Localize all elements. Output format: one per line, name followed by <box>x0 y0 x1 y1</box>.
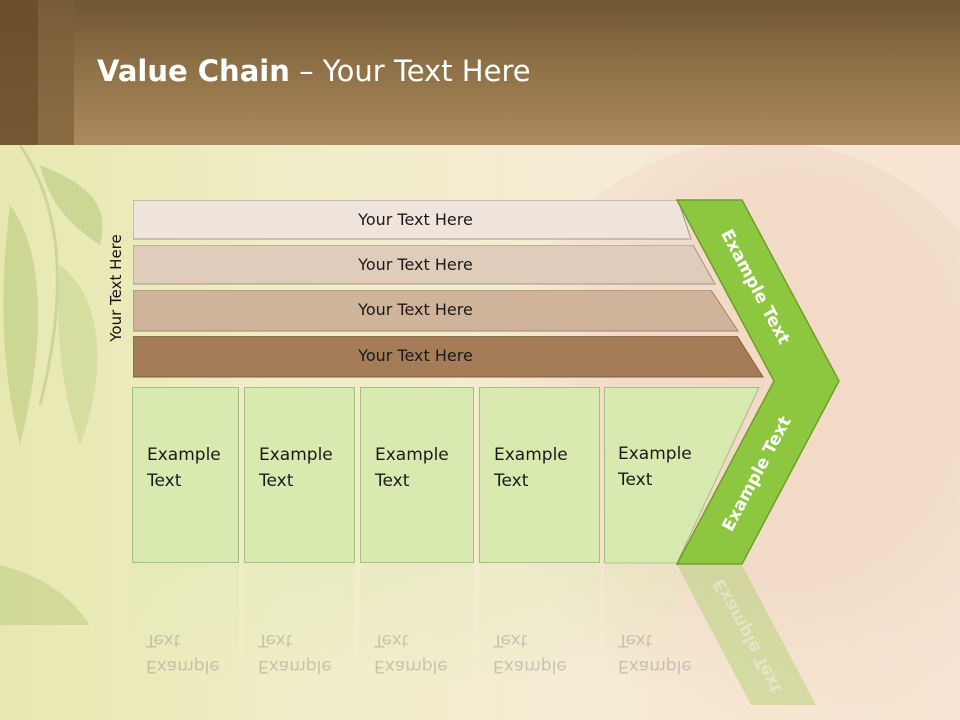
box-2-line1: Example <box>259 445 333 465</box>
box-4-reflection-text: Example Text <box>493 627 567 679</box>
slide-title: Value Chain – Your Text Here <box>97 54 531 88</box>
box-1-line1: Example <box>147 445 221 465</box>
support-bar-2-shape <box>133 245 716 285</box>
support-bar-3-shape <box>133 290 739 332</box>
title-bar-accent-light <box>38 0 74 145</box>
box-3-line2: Text <box>375 471 410 491</box>
box-1-reflection: Example Text <box>132 563 239 713</box>
title-bold: Value Chain <box>97 54 290 88</box>
box-1-line2: Text <box>147 471 182 491</box>
box-4-line2: Text <box>494 471 529 491</box>
support-bar-3-label: Your Text Here <box>358 300 473 319</box>
box-2-reflection-line1: Example <box>258 656 332 676</box>
support-bar-1-shape <box>133 200 692 240</box>
box-4-line1: Example <box>494 445 568 465</box>
title-rest: – Your Text Here <box>289 54 531 88</box>
box-2-reflection: Example Text <box>244 563 355 713</box>
box-3-reflection: Example Text <box>360 563 474 713</box>
box-3-reflection-line2: Text <box>374 630 409 650</box>
box-1-reflection-line1: Example <box>146 656 220 676</box>
vertical-label: Your Text Here <box>107 234 125 342</box>
box-1-reflection-line2: Text <box>146 630 181 650</box>
box-2-reflection-text: Example Text <box>258 627 332 679</box>
box-3-line1: Example <box>375 445 449 465</box>
leaves-decoration <box>0 145 103 625</box>
box-3-reflection-text: Example Text <box>374 627 448 679</box>
box-5-line2: Text <box>618 470 653 490</box>
box-4-reflection-line2: Text <box>493 630 528 650</box>
support-bar-2-label: Your Text Here <box>358 255 473 274</box>
margin-chevron-reflection <box>677 565 816 705</box>
margin-chevron <box>676 199 840 565</box>
box-3-reflection-line1: Example <box>374 656 448 676</box>
support-bar-4-shape <box>133 336 764 378</box>
support-bar-4-label: Your Text Here <box>358 346 473 365</box>
title-bar: Value Chain – Your Text Here <box>0 0 960 145</box>
support-bar-1-label: Your Text Here <box>358 210 473 229</box>
box-2-reflection-line2: Text <box>258 630 293 650</box>
title-bar-accent-dark <box>0 0 38 145</box>
box-2-line2: Text <box>259 471 294 491</box>
box-5-line1: Example <box>618 444 692 464</box>
box-4-reflection-line1: Example <box>493 656 567 676</box>
box-4-reflection: Example Text <box>479 563 600 713</box>
box-1-reflection-text: Example Text <box>146 627 220 679</box>
